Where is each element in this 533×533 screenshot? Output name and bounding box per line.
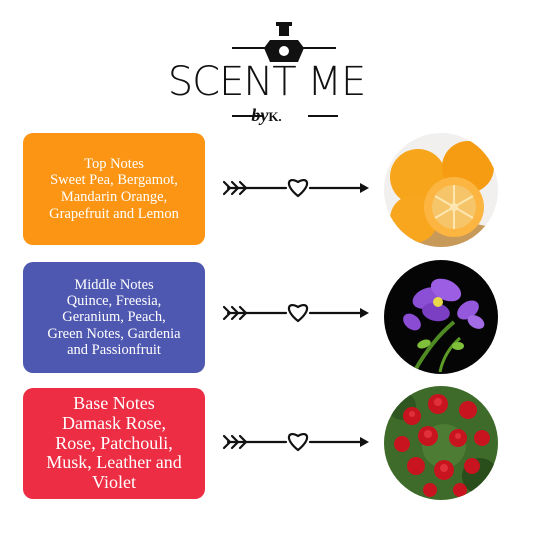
middle-notes-line: Green Notes, Gardenia	[47, 325, 181, 342]
base-notes-line: Violet	[92, 472, 136, 493]
arrow-heart-icon	[222, 304, 369, 323]
base-notes-line: Damask Rose,	[62, 412, 166, 433]
middle-notes-title: Middle Notes	[74, 276, 154, 293]
byline-text: by	[251, 105, 269, 125]
perfume-bottle-icon	[232, 22, 338, 117]
arrow-heart-icon	[222, 433, 369, 452]
base-notes-line: Rose, Patchouli,	[55, 432, 173, 453]
top-notes-line: Grapefruit and Lemon	[49, 205, 179, 222]
arrow-heart-icon	[222, 179, 369, 198]
middle-notes-line: and Passionfruit	[67, 341, 161, 358]
byline-initial: K.	[268, 109, 282, 124]
base-notes-card: Base Notes Damask Rose, Rose, Patchouli,…	[23, 388, 205, 499]
middle-notes-card: Middle Notes Quince, Freesia, Geranium, …	[23, 262, 205, 373]
freesia-photo	[384, 260, 498, 374]
brand-logo: SCENT ME byK.	[0, 0, 533, 130]
orange-photo	[384, 133, 498, 247]
base-notes-title: Base Notes	[73, 393, 155, 413]
top-notes-title: Top Notes	[84, 155, 144, 172]
middle-notes-line: Geranium, Peach,	[62, 309, 166, 326]
brand-byline: byK.	[0, 106, 533, 124]
base-notes-line: Musk, Leather and	[46, 452, 182, 473]
top-notes-line: Sweet Pea, Bergamot,	[50, 172, 178, 189]
middle-notes-line: Quince, Freesia,	[66, 293, 162, 310]
brand-name: SCENT ME	[167, 59, 366, 105]
top-notes-line: Mandarin Orange,	[60, 189, 168, 205]
top-notes-card: Top Notes Sweet Pea, Bergamot, Mandarin …	[23, 133, 205, 245]
rose-photo	[384, 386, 498, 500]
